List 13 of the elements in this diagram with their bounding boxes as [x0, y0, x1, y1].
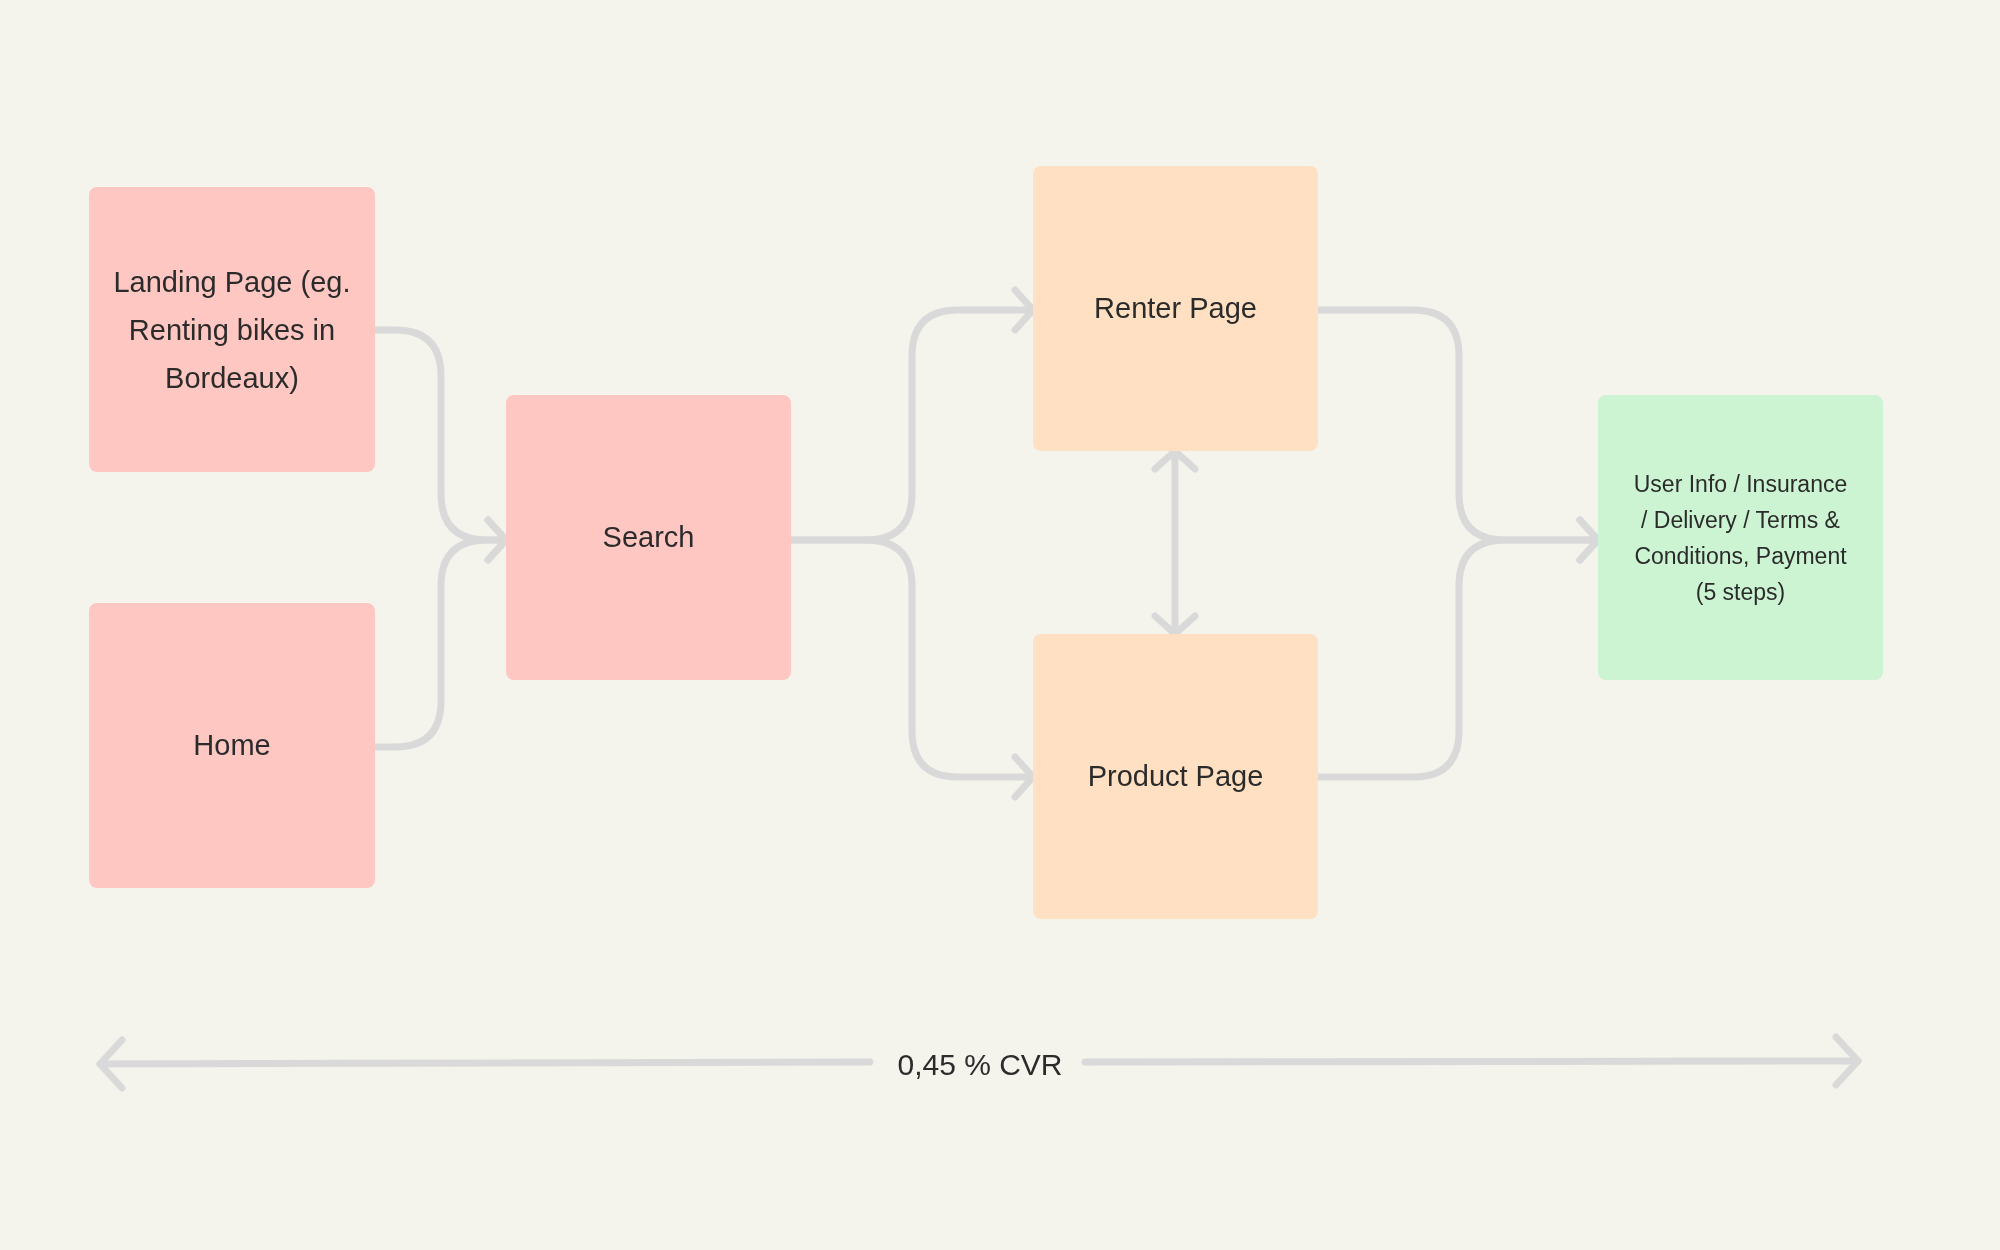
box-label: Home	[193, 727, 271, 763]
box-label: Search	[602, 519, 695, 555]
box-label: Product Page	[1087, 758, 1264, 794]
process-box	[1598, 395, 1883, 680]
process-box	[89, 603, 375, 888]
process-box	[1033, 634, 1318, 919]
box-label: Landing Page (eg. Renting bikes in Bordeaux)	[113, 264, 351, 396]
process-box	[89, 187, 375, 472]
box-label: User Info / Insurance / Delivery / Terms & Conditions, Payment (5 steps)	[1632, 469, 1849, 607]
process-box	[1033, 166, 1318, 451]
process-box	[506, 395, 791, 680]
box-label: Renter Page	[1094, 290, 1257, 326]
dimension-label: 0,45 % CVR	[897, 1047, 1063, 1083]
